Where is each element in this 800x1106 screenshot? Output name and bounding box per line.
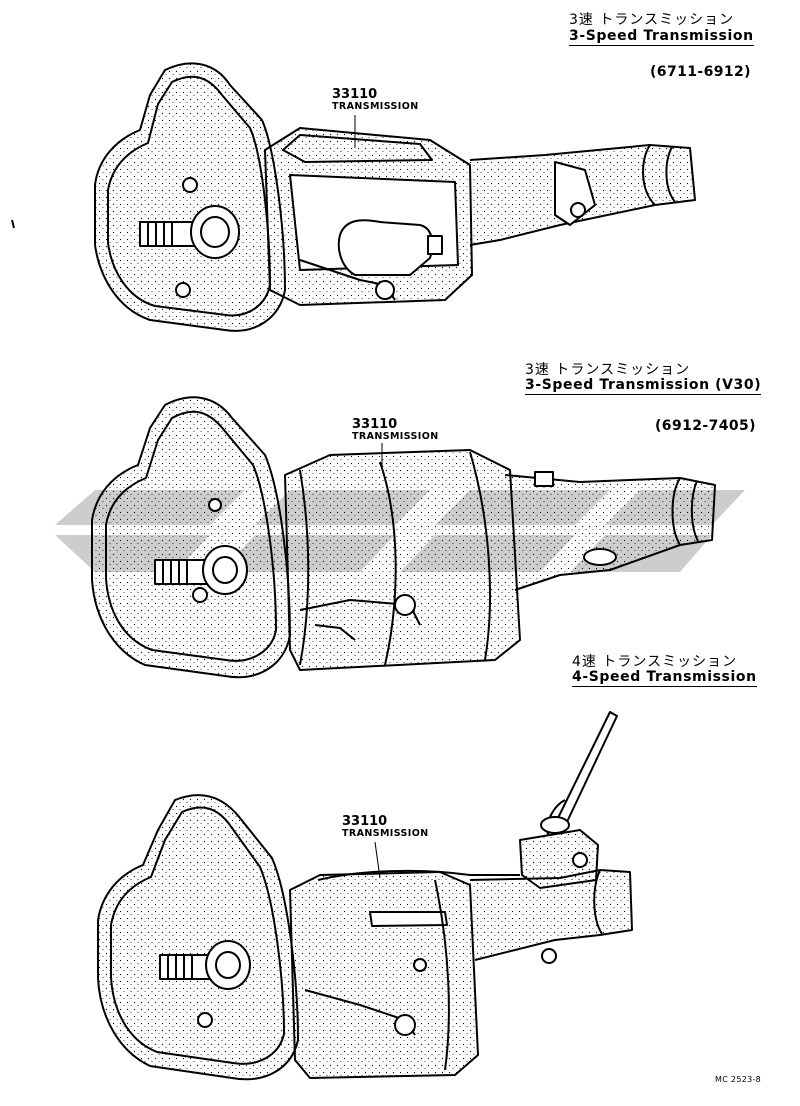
- transmission-illustration-1: [94, 62, 696, 332]
- section2-part-number: 33110: [352, 417, 398, 432]
- stray-mark: [11, 219, 15, 229]
- section3-part-number: 33110: [342, 814, 388, 829]
- section2-title-en: 3-Speed Transmission (V30): [525, 377, 762, 395]
- section1-title-en: 3-Speed Transmission: [569, 28, 754, 46]
- section2-part-name: TRANSMISSION: [352, 431, 439, 442]
- section1-part-number: 33110: [332, 87, 378, 102]
- section1-date-range: (6711-6912): [650, 64, 751, 80]
- transmission-illustration-2: [91, 396, 716, 679]
- section3-title-en: 4-Speed Transmission: [572, 669, 757, 687]
- leader-lines: [354, 115, 383, 879]
- section3-part-name: TRANSMISSION: [342, 828, 429, 839]
- section2-date-range: (6912-7405): [655, 418, 756, 434]
- figure-code: MC 2523-8: [715, 1075, 762, 1084]
- section3-title-jp: 4速 トランスミッション: [572, 654, 738, 670]
- section1-title-jp: 3速 トランスミッション: [569, 12, 735, 28]
- transmission-illustration-3: [97, 711, 633, 1081]
- section1-part-name: TRANSMISSION: [332, 101, 419, 112]
- section2-title-jp: 3速 トランスミッション: [525, 362, 691, 378]
